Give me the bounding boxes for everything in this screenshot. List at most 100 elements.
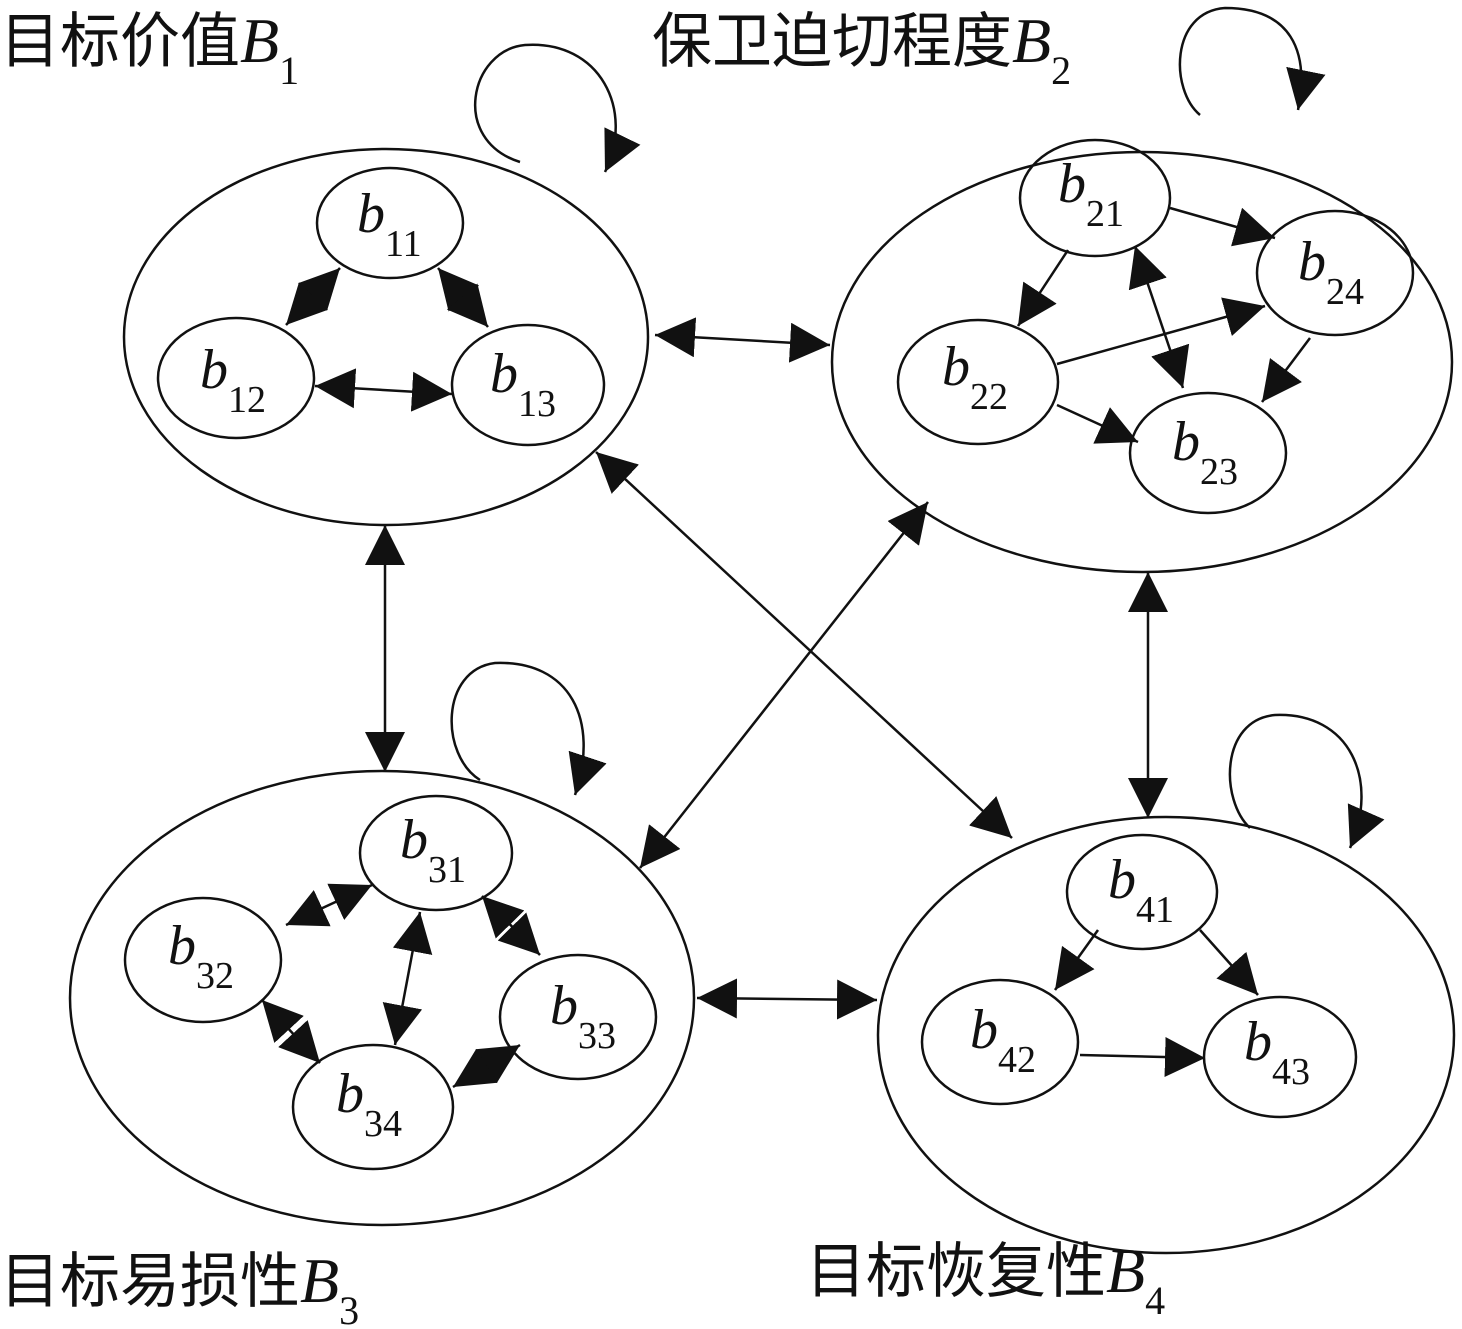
edge-b21-b23 bbox=[1128, 245, 1190, 389]
svg-text:b12: b12 bbox=[200, 339, 266, 421]
group-symbol: B bbox=[300, 1245, 339, 1316]
node-symbol: b bbox=[400, 809, 428, 871]
node-b32: b32 bbox=[123, 896, 283, 1024]
node-b12: b12 bbox=[156, 316, 316, 440]
node-b23: b23 bbox=[1128, 391, 1288, 515]
node-symbol: b bbox=[1172, 411, 1200, 473]
edge-b21-b22 bbox=[1016, 249, 1070, 327]
edge-b42-b43 bbox=[1079, 1037, 1206, 1078]
self-loop-b3 bbox=[450, 661, 607, 796]
svg-text:b13: b13 bbox=[490, 343, 556, 425]
node-index: 23 bbox=[1200, 451, 1238, 493]
edge-b32-b34 bbox=[261, 999, 321, 1064]
node-index: 41 bbox=[1136, 889, 1174, 931]
node-b31: b31 bbox=[358, 794, 514, 912]
edge-b41-b42 bbox=[1053, 929, 1100, 991]
svg-text:b11: b11 bbox=[357, 183, 422, 265]
edge-b41-b43 bbox=[1199, 929, 1259, 996]
group-symbol: B bbox=[1106, 1235, 1145, 1306]
node-index: 11 bbox=[385, 223, 422, 265]
edge-b31-b34 bbox=[382, 911, 433, 1046]
self-loop-b2 bbox=[1178, 6, 1326, 116]
group-ellipse-b3 bbox=[68, 769, 696, 1227]
node-index: 42 bbox=[998, 1039, 1036, 1081]
node-symbol: b bbox=[1298, 231, 1326, 293]
edge-b2-b3 bbox=[639, 501, 929, 869]
node-b21: b21 bbox=[1018, 138, 1172, 258]
group-caption-text: 目标恢复性 bbox=[806, 1237, 1106, 1307]
svg-text:b32: b32 bbox=[168, 915, 234, 997]
svg-text:b31: b31 bbox=[400, 809, 466, 891]
node-b33: b33 bbox=[498, 953, 658, 1081]
svg-text:b21: b21 bbox=[1058, 153, 1124, 235]
self-loop-b4 bbox=[1228, 713, 1385, 849]
node-symbol: b bbox=[200, 339, 228, 401]
edge-b33-b34 bbox=[452, 1043, 521, 1089]
group-index: 1 bbox=[279, 48, 299, 93]
node-symbol: b bbox=[168, 915, 196, 977]
node-symbol: b bbox=[357, 183, 385, 245]
group-ellipse-b4 bbox=[876, 815, 1456, 1255]
edge-b12-b13 bbox=[314, 368, 453, 412]
group-caption-text: 目标易损性 bbox=[0, 1247, 300, 1317]
group-symbol: B bbox=[1012, 5, 1051, 76]
group-caption-text: 目标价值 bbox=[0, 7, 240, 77]
node-b13: b13 bbox=[450, 323, 606, 447]
edge-b22-b24 bbox=[1056, 297, 1266, 366]
node-symbol: b bbox=[550, 975, 578, 1037]
svg-text:b42: b42 bbox=[970, 999, 1036, 1081]
node-symbol: b bbox=[970, 999, 998, 1061]
node-b34: b34 bbox=[291, 1043, 455, 1171]
svg-text:b43: b43 bbox=[1244, 1011, 1310, 1093]
node-symbol: b bbox=[1058, 153, 1086, 215]
group-caption-text: 保卫迫切程度 bbox=[652, 7, 1012, 77]
node-symbol: b bbox=[336, 1063, 364, 1125]
edge-b1-b4 bbox=[595, 451, 1013, 839]
node-b41: b41 bbox=[1065, 833, 1219, 951]
group-ellipse-b1 bbox=[122, 147, 650, 527]
node-b11: b11 bbox=[315, 166, 465, 280]
node-b22: b22 bbox=[896, 318, 1060, 446]
edge-b21-b24 bbox=[1169, 206, 1276, 247]
node-b24: b24 bbox=[1255, 209, 1415, 337]
edge-b11-b12 bbox=[285, 267, 341, 326]
node-b42: b42 bbox=[920, 978, 1080, 1106]
node-symbol: b bbox=[1244, 1011, 1272, 1073]
svg-text:b23: b23 bbox=[1172, 411, 1238, 493]
svg-text:b24: b24 bbox=[1298, 231, 1364, 313]
node-index: 31 bbox=[428, 849, 466, 891]
node-index: 24 bbox=[1326, 271, 1364, 313]
edge-b22-b23 bbox=[1056, 403, 1139, 444]
node-index: 34 bbox=[364, 1103, 402, 1145]
group-caption-b1: 目标价值B1 bbox=[0, 5, 299, 93]
node-index: 43 bbox=[1272, 1051, 1310, 1093]
group-index: 2 bbox=[1051, 48, 1071, 93]
svg-text:b33: b33 bbox=[550, 975, 616, 1057]
svg-text:b22: b22 bbox=[942, 336, 1008, 418]
edge-b1-b2 bbox=[654, 317, 831, 363]
node-b43: b43 bbox=[1202, 995, 1358, 1119]
node-symbol: b bbox=[1108, 849, 1136, 911]
group-symbol: B bbox=[240, 5, 279, 76]
edge-b3-b4 bbox=[696, 978, 878, 1020]
node-index: 32 bbox=[196, 955, 234, 997]
edge-b31-b33 bbox=[481, 895, 541, 956]
node-symbol: b bbox=[942, 336, 970, 398]
edge-b24-b23 bbox=[1261, 337, 1311, 403]
group-index: 3 bbox=[339, 1288, 359, 1329]
self-loop-b1 bbox=[473, 43, 641, 173]
group-caption-b2: 保卫迫切程度B2 bbox=[652, 5, 1071, 93]
edge-b31-b32 bbox=[285, 883, 373, 927]
node-index: 13 bbox=[518, 383, 556, 425]
group-index: 4 bbox=[1145, 1278, 1165, 1323]
node-index: 12 bbox=[228, 379, 266, 421]
node-index: 33 bbox=[578, 1015, 616, 1057]
node-index: 21 bbox=[1086, 193, 1124, 235]
svg-text:b34: b34 bbox=[336, 1063, 402, 1145]
group-caption-b4: 目标恢复性B4 bbox=[806, 1235, 1165, 1323]
svg-text:b41: b41 bbox=[1108, 849, 1174, 931]
edge-b11-b13 bbox=[437, 267, 489, 328]
node-symbol: b bbox=[490, 343, 518, 405]
